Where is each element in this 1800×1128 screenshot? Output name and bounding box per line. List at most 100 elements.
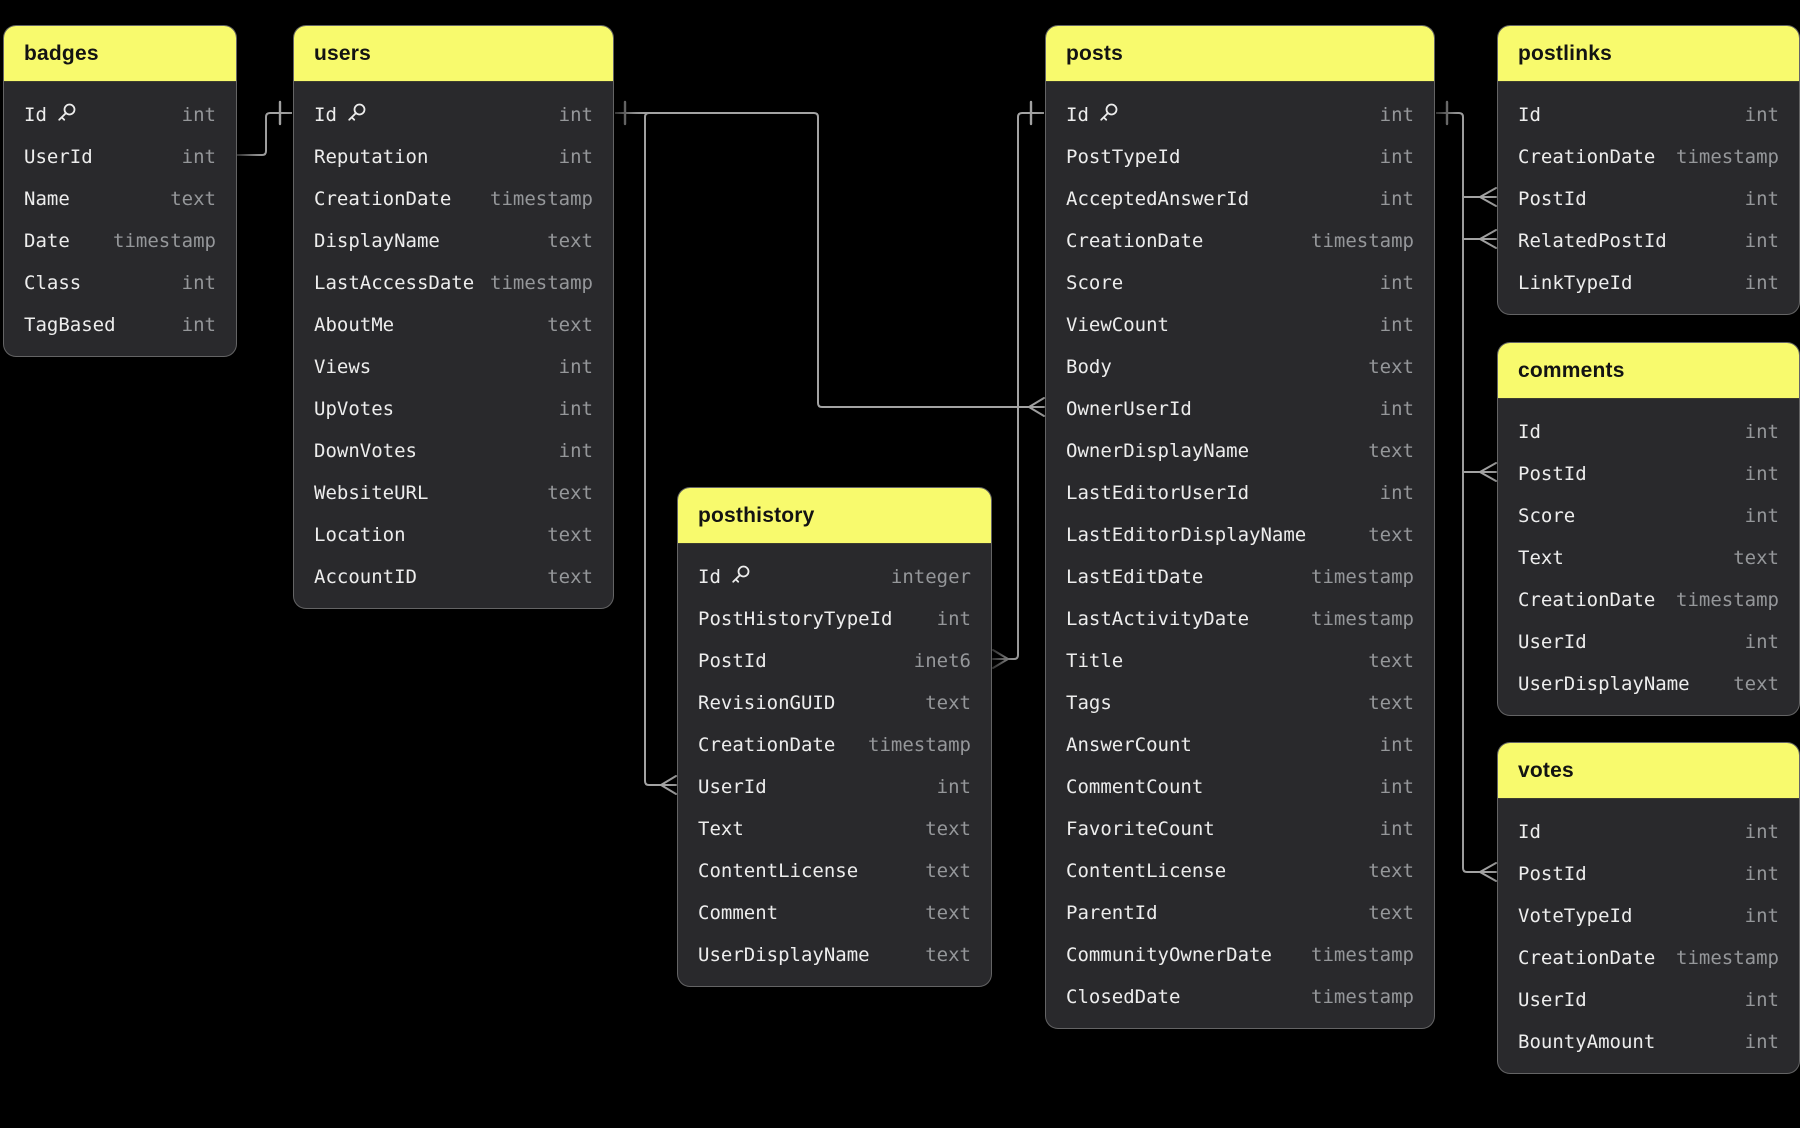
field-left: FavoriteCount	[1066, 818, 1215, 840]
table-header-users[interactable]: users	[294, 26, 613, 82]
field-left: OwnerUserId	[1066, 398, 1192, 420]
field-type: text	[1368, 902, 1414, 924]
field-name: Id	[1518, 821, 1541, 843]
table-header-comments[interactable]: comments	[1498, 343, 1799, 399]
table-header-badges[interactable]: badges	[4, 26, 236, 82]
field-left: Tags	[1066, 692, 1112, 714]
field-type: int	[558, 146, 593, 168]
field-name: DisplayName	[314, 230, 440, 252]
field-type: text	[1368, 524, 1414, 546]
field-type: int	[1379, 398, 1414, 420]
table-header-postlinks[interactable]: postlinks	[1498, 26, 1799, 82]
field-name: LinkTypeId	[1518, 272, 1633, 294]
field-type: int	[1379, 314, 1414, 336]
field-name: ParentId	[1066, 902, 1158, 924]
table-header-posthistory[interactable]: posthistory	[678, 488, 991, 544]
table-header-posts[interactable]: posts	[1046, 26, 1434, 82]
field-type: int	[936, 608, 971, 630]
field-row-posts-ParentId[interactable]: ParentId text	[1046, 892, 1434, 934]
field-type: int	[1379, 188, 1414, 210]
field-name: BountyAmount	[1518, 1031, 1656, 1053]
field-row-posts-OwnerUserId[interactable]: OwnerUserId int	[1046, 388, 1434, 430]
field-left: PostId	[1518, 188, 1587, 210]
field-left: DisplayName	[314, 230, 440, 252]
table-header-votes[interactable]: votes	[1498, 743, 1799, 799]
